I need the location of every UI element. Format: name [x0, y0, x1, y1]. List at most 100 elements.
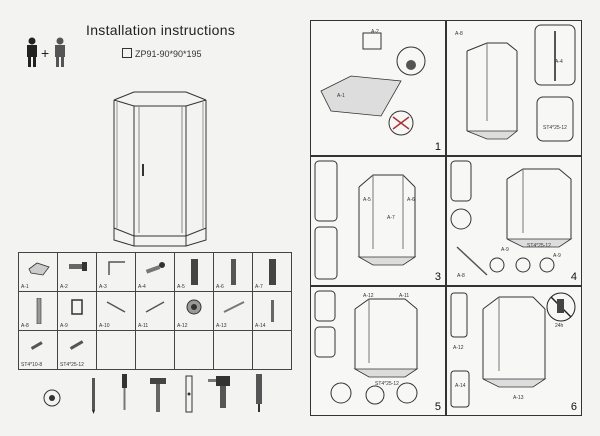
part-cell: A-3 [96, 252, 136, 292]
part-tag: A-2 [371, 29, 379, 35]
parts-row: A-1 A-2 A-3 A-4 A-5 A-6 A-7 [18, 252, 292, 292]
part-cell: ST4*10-8 [18, 330, 58, 370]
part-cell: A-7 [252, 252, 292, 292]
part-cell: A-14 [252, 291, 292, 331]
part-cell [213, 330, 253, 370]
part-cell: A-8 [18, 291, 58, 331]
part-label: A-14 [255, 323, 266, 329]
part-tag: A-6 [407, 197, 415, 203]
part-label: A-7 [255, 284, 263, 290]
part-label: A-12 [177, 323, 188, 329]
frame-icon [108, 261, 125, 275]
screw-icon [145, 262, 165, 274]
part-label: A-6 [216, 284, 224, 290]
glass-panel-icon [191, 259, 198, 285]
part-tag: A-13 [513, 395, 524, 401]
part-tag: ST4*25-12 [527, 243, 551, 249]
tray-icon [28, 262, 50, 276]
shower-enclosure-drawing [113, 91, 207, 247]
screw-icon [30, 341, 43, 350]
part-label: A-2 [60, 284, 68, 290]
level-icon [185, 375, 193, 413]
part-label: A-3 [99, 284, 107, 290]
part-label: A-11 [138, 323, 149, 329]
parts-table: A-1 A-2 A-3 A-4 A-5 A-6 A-7 A-8 A-9 A-10… [18, 252, 292, 370]
handle-bar-icon [271, 300, 274, 322]
part-label: A-5 [177, 284, 185, 290]
step-3-panel: A-5 A-6 A-7 3 [310, 156, 446, 286]
glass-panel-icon [269, 259, 276, 285]
step-number: 5 [434, 401, 441, 413]
step-6-panel: A-12 A-14 A-13 24h 6 [446, 286, 582, 416]
rail-icon [145, 301, 165, 313]
part-label: ST4*10-8 [21, 362, 43, 368]
step-2-panel: A-8 A-4 ST4*25-12 [446, 20, 582, 156]
part-label: A-4 [138, 284, 146, 290]
part-tag: A-8 [455, 31, 463, 37]
glass-panels-drawing [314, 160, 417, 280]
sealing-drawing [450, 292, 576, 408]
tools-row [43, 374, 262, 414]
part-tag: A-12 [363, 293, 374, 299]
part-label: A-1 [21, 284, 29, 290]
step-number: 6 [570, 401, 577, 413]
step-number: 3 [434, 271, 441, 283]
step-4-panel: A-8 A-9 ST4*25-12 A-9 4 [446, 156, 582, 286]
part-cell: ST4*25-12 [57, 330, 97, 370]
part-tag: A-8 [457, 273, 465, 279]
part-cell [252, 330, 292, 370]
part-cell: A-13 [213, 291, 253, 331]
handle-install-drawing [314, 290, 419, 405]
part-tag: ST4*25-12 [375, 381, 399, 387]
part-tag: A-9 [553, 253, 561, 259]
rail-icon [106, 301, 126, 313]
part-tag: A-1 [337, 93, 345, 99]
step-number: 4 [570, 271, 577, 283]
screwdriver-icon [122, 374, 127, 410]
part-label: ST4*25-12 [60, 362, 84, 368]
silicone-gun-icon [256, 374, 262, 412]
model-number: ZP91-90*90*195 [122, 48, 202, 59]
part-tag: ST4*25-12 [543, 125, 567, 131]
seal-strip-icon [223, 301, 245, 313]
frame-install-drawing [466, 24, 576, 142]
part-tag: A-11 [399, 293, 410, 299]
part-cell: A-11 [135, 291, 175, 331]
part-cell: A-6 [213, 252, 253, 292]
step-number: 1 [434, 141, 441, 153]
two-persons-icon: + [27, 37, 65, 67]
part-tag: A-4 [555, 59, 563, 65]
part-cell: A-12 [174, 291, 214, 331]
wheel-icon [186, 299, 202, 315]
part-tag: A-14 [455, 383, 466, 389]
parts-row: ST4*10-8 ST4*25-12 [18, 330, 292, 370]
part-cell: A-9 [57, 291, 97, 331]
part-tag: A-7 [387, 215, 395, 221]
svg-text:+: + [41, 45, 49, 61]
part-tag: 24h [555, 323, 564, 329]
hammer-icon [150, 378, 166, 412]
step-5-panel: A-12 A-11 ST4*25-12 5 [310, 286, 446, 416]
glass-panel-icon [231, 259, 236, 285]
tape-measure-icon [43, 389, 61, 407]
door-install-drawing [450, 160, 573, 276]
part-cell: A-2 [57, 252, 97, 292]
part-cell [96, 330, 136, 370]
page-title: Installation instructions [86, 22, 236, 38]
part-label: A-13 [216, 323, 227, 329]
drill-icon [208, 376, 230, 408]
part-cell: A-4 [135, 252, 175, 292]
tray-install-drawing [320, 32, 426, 136]
pencil-icon [92, 378, 95, 414]
part-label: A-9 [60, 323, 68, 329]
part-tag: A-5 [363, 197, 371, 203]
model-label: ZP91-90*90*195 [135, 49, 202, 59]
part-cell: A-1 [18, 252, 58, 292]
profile-bar-icon [36, 298, 42, 324]
bolt-icon [69, 262, 87, 271]
part-cell: A-10 [96, 291, 136, 331]
part-cell: A-5 [174, 252, 214, 292]
bracket-icon [71, 299, 83, 315]
parts-row: A-8 A-9 A-10 A-11 A-12 A-13 A-14 [18, 291, 292, 331]
part-label: A-10 [99, 323, 110, 329]
